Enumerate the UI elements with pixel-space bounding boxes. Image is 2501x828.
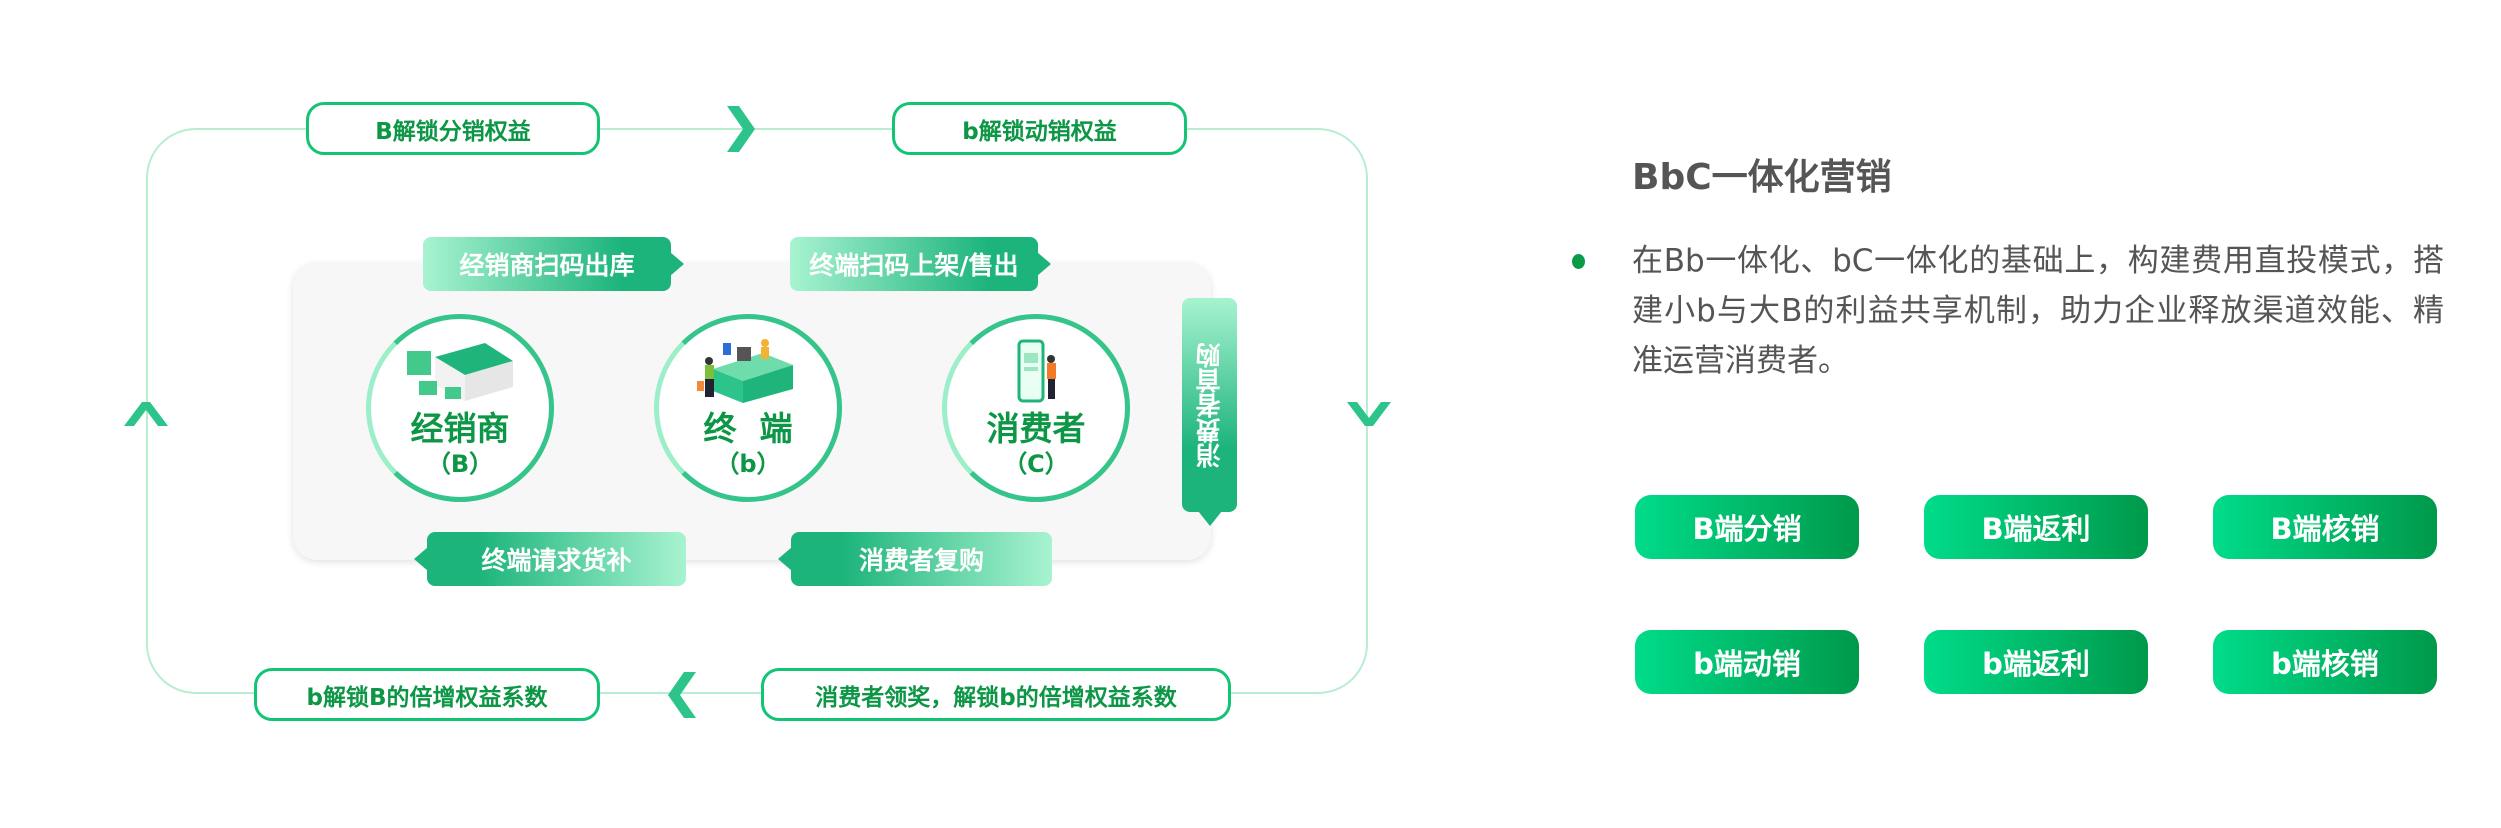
consumer-repurchase-tag: 消费者复购 xyxy=(791,532,1052,586)
panel-title: BbC一体化营销 xyxy=(1632,157,1892,198)
node-sub: （B） xyxy=(426,450,494,478)
chevron-up-icon xyxy=(124,402,168,426)
b-rebate-button[interactable]: B端返利 xyxy=(1924,495,2148,559)
consumer-reward-pill: 消费者领奖，解锁b的倍增权益系数 xyxy=(761,668,1231,721)
chevron-right-icon xyxy=(727,106,755,152)
small-b-verification-button[interactable]: b端核销 xyxy=(2213,630,2437,694)
tag-pointer xyxy=(670,252,684,276)
node-sub: （b） xyxy=(715,450,781,478)
unlock-multiplier-pill: b解锁B的倍增权益系数 xyxy=(254,668,600,721)
b-verification-button[interactable]: B端核销 xyxy=(2213,495,2437,559)
node-distributor: 经销商 （B） xyxy=(366,314,554,502)
b-distribution-button[interactable]: B端分销 xyxy=(1635,495,1859,559)
tag-pointer xyxy=(778,547,792,571)
small-b-sales-button[interactable]: b端动销 xyxy=(1635,630,1859,694)
node-name: 消费者 xyxy=(986,409,1086,448)
distributor-scan-tag: 经销商扫码出库 xyxy=(423,237,671,291)
terminal-restock-tag: 终端请求货补 xyxy=(427,532,686,586)
unlock-b-sales-pill: b解锁动销权益 xyxy=(892,102,1187,155)
warehouse-icon xyxy=(407,343,513,401)
node-sub: （C） xyxy=(1003,450,1069,478)
unlock-b-distribution-pill: B解锁分销权益 xyxy=(306,102,600,155)
tag-pointer xyxy=(414,547,428,571)
consumer-first-purchase-tag: 消费者首购 xyxy=(1182,298,1237,512)
terminal-scan-tag: 终端扫码上架/售出 xyxy=(790,237,1038,291)
bullet-icon xyxy=(1572,254,1585,269)
chevron-down-icon xyxy=(1347,402,1391,426)
node-name: 终 端 xyxy=(703,409,793,448)
tag-pointer xyxy=(1037,252,1051,276)
phone-person-icon xyxy=(1017,339,1056,403)
node-name: 经销商 xyxy=(410,409,510,448)
small-b-rebate-button[interactable]: b端返利 xyxy=(1924,630,2148,694)
store-counter-icon xyxy=(697,339,793,403)
panel-description: 在Bb一体化、bC一体化的基础上，构建费用直投模式，搭建小b与大B的利益共享机制… xyxy=(1632,243,2444,379)
tag-pointer xyxy=(1198,511,1222,526)
chevron-left-icon xyxy=(668,672,696,718)
tag-label: 消费者首购 xyxy=(1194,342,1224,468)
node-consumer: 消费者 （C） xyxy=(942,314,1130,502)
node-terminal: 终 端 （b） xyxy=(654,314,842,502)
